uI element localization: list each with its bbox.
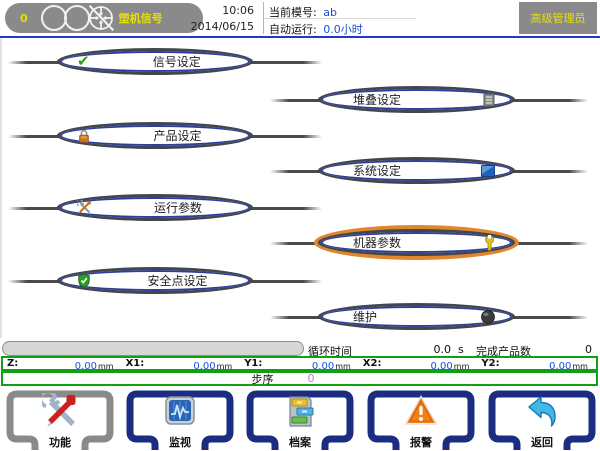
axis-value: 0.00 (549, 361, 572, 372)
axis-label: Z: (7, 358, 19, 369)
current-mold-value: ab (323, 6, 337, 19)
left-edge-line (0, 38, 2, 338)
menu-button-product-settings[interactable]: 产品设定 (57, 122, 253, 149)
bracket-frame (367, 390, 475, 450)
signal-lamp-icon (40, 5, 67, 31)
tools-icon (77, 200, 92, 215)
cycle-time-value: 0.0 (433, 343, 452, 356)
top-status-bar: 0 塑机信号 10 (0, 0, 600, 36)
yellow-wrench-icon (484, 234, 495, 251)
bracket-frame (488, 390, 596, 450)
file-cabinet-icon (289, 396, 314, 427)
axis-label: Y1: (244, 358, 263, 369)
header-separator-line (0, 36, 600, 38)
menu-label: 堆叠设定 (353, 93, 402, 107)
product-count-label: 完成产品数 (476, 345, 531, 358)
axis-value: 0.00 (74, 361, 97, 372)
product-count-value: 0 (585, 343, 592, 356)
toolbar-label: 返回 (531, 436, 553, 449)
axis-y2: Y2: 0.00mm (477, 354, 596, 373)
shield-check-icon (77, 273, 91, 288)
stack-list-icon (483, 93, 495, 107)
toolbar-button-back[interactable]: 返回 (486, 389, 598, 451)
current-mold-label: 当前模号: (269, 6, 317, 19)
toolbar-label: 功能 (49, 436, 71, 449)
tools-icon (42, 393, 76, 427)
signal-lamp-group (40, 3, 116, 33)
header-row-divider (264, 18, 416, 19)
toolbar-label: 档案 (289, 436, 311, 449)
toolbar-button-function[interactable]: 功能 (4, 389, 116, 451)
axis-z: Z: 0.00mm (3, 354, 122, 373)
menu-button-machine-parameters[interactable]: 机器参数 (318, 229, 515, 256)
check-icon: ✔ (77, 52, 90, 70)
cycle-time-label: 循环时间 (308, 345, 352, 358)
axis-value: 0.00 (311, 361, 335, 372)
bracket-frame (6, 390, 114, 450)
system-screen-icon (481, 164, 495, 177)
current-mold-field: 当前模号: ab (269, 4, 337, 20)
menu-label: 安全点设定 (147, 274, 208, 288)
toolbar-label: 监视 (169, 436, 191, 449)
menu-label: 维护 (353, 310, 378, 324)
toolbar-button-files[interactable]: 档案 (244, 389, 356, 451)
bracket-frame (126, 390, 234, 450)
header-divider (263, 2, 264, 34)
auto-run-label: 自动运行: (269, 23, 317, 36)
centering-disabled-icon (88, 4, 114, 32)
step-label: 步序 (251, 372, 274, 386)
toolbar-label: 报警 (410, 436, 432, 449)
date-text: 2014/06/15 (190, 20, 254, 33)
signal-counter: 0 (20, 11, 28, 25)
menu-button-system-settings[interactable]: 系统设定 (318, 157, 515, 184)
axis-label: X1: (125, 358, 145, 369)
user-level-button[interactable]: 高级管理员 (519, 2, 597, 34)
axis-unit: mm (572, 362, 588, 371)
axis-x1: X1: 0.00mm (122, 354, 241, 373)
menu-label: 信号设定 (152, 55, 201, 69)
menu-label: 机器参数 (353, 236, 402, 250)
cycle-time-unit: s (458, 343, 464, 356)
toolbar-button-monitor[interactable]: 监视 (124, 389, 236, 451)
menu-button-maintenance[interactable]: 维护 (318, 303, 515, 330)
alarm-triangle-icon (404, 395, 438, 425)
axis-unit: mm (453, 362, 470, 371)
axis-value: 0.00 (430, 361, 453, 372)
axis-position-bar: Z: 0.00mm X1: 0.00mm Y1: 0.00mm X2: 0.00… (1, 354, 598, 373)
globe-icon (481, 309, 495, 324)
step-value: 0 (307, 372, 315, 385)
lock-icon (77, 129, 91, 143)
axis-value: 0.00 (193, 361, 216, 372)
axis-label: X2: (362, 358, 382, 369)
axis-unit: mm (335, 362, 351, 371)
menu-button-signal-settings[interactable]: ✔ 信号设定 (57, 48, 253, 75)
time-text: 10:06 (222, 4, 254, 17)
axis-label: Y2: (481, 358, 500, 369)
monitor-icon (165, 396, 195, 425)
axis-x2: X2: 0.00mm (359, 354, 478, 373)
auto-run-field: 自动运行: 0.0小时 (269, 21, 363, 37)
toolbar-button-alarm[interactable]: 报警 (365, 389, 477, 451)
machine-signal-label: 塑机信号 (118, 12, 163, 25)
clock: 10:06 2014/06/15 (191, 0, 258, 36)
signal-lamp-icon (63, 5, 90, 31)
back-arrow-icon (528, 396, 556, 427)
menu-label: 运行参数 (153, 201, 202, 215)
step-sequence-bar: 步序 0 (1, 371, 598, 386)
bracket-frame (246, 390, 354, 450)
menu-button-run-parameters[interactable]: 运行参数 (57, 194, 253, 221)
auto-run-value: 0.0小时 (323, 23, 363, 36)
axis-unit: mm (216, 362, 233, 371)
cycle-progress-bar (2, 341, 304, 356)
menu-button-stack-settings[interactable]: 堆叠设定 (318, 86, 515, 113)
axis-unit: mm (98, 362, 114, 371)
axis-y1: Y1: 0.00mm (240, 354, 359, 373)
machine-signal-indicator[interactable]: 0 塑机信号 (5, 3, 203, 33)
menu-label: 产品设定 (153, 129, 202, 143)
menu-label: 系统设定 (353, 164, 402, 178)
menu-button-safety-point-settings[interactable]: 安全点设定 (57, 267, 253, 294)
